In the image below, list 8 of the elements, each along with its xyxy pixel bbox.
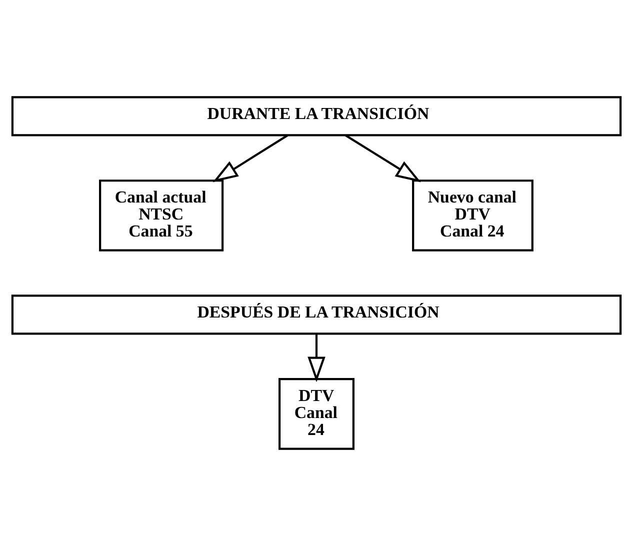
arrow: [308, 334, 326, 382]
node-box: DESPUÉS DE LA TRANSICIÓN: [11, 294, 622, 335]
node-box: Nuevo canal DTV Canal 24: [412, 180, 534, 252]
node-box: DURANTE LA TRANSICIÓN: [11, 96, 622, 136]
node-box: Canal actual NTSC Canal 55: [99, 180, 224, 252]
node-box: DTV Canal 24: [278, 378, 354, 450]
arrow: [344, 134, 421, 182]
arrow: [212, 134, 288, 182]
